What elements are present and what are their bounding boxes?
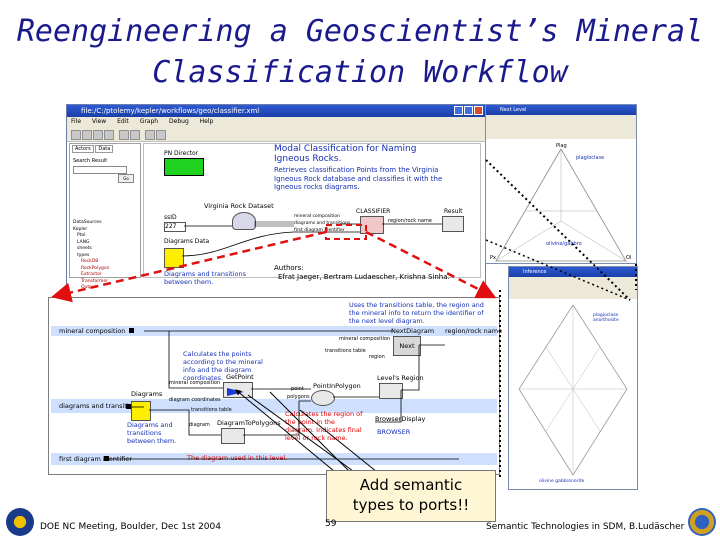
detail-level-region-label: Level's Region [377, 374, 424, 382]
menu-help[interactable]: Help [199, 118, 214, 125]
next-level-titlebar[interactable]: Next Level [486, 105, 636, 115]
authors-value: Efrat Jaeger, Bertram Ludaescher, Krishn… [278, 273, 450, 281]
toolbar-button[interactable] [93, 130, 103, 140]
menu-view[interactable]: View [91, 118, 107, 125]
inference-window: Inference plagioclase anorthosite olivin… [508, 266, 638, 490]
ternary-right-apex-label: Ol [626, 255, 632, 261]
toolbar-button[interactable] [145, 130, 155, 140]
ternary-top-apex-label: Plag [556, 143, 567, 149]
ssid-label: ssID [164, 214, 177, 221]
slide-title-line2: Classification Workflow [152, 55, 568, 90]
search-go-button[interactable]: Go [118, 174, 134, 183]
detail-get-point-label: GetPoint [226, 373, 254, 381]
detail-region: region [369, 354, 385, 360]
actor-tree: DataSources Kepler Ptol LANG sheets type… [73, 220, 109, 292]
detail-transitions-table: transitions table [325, 348, 366, 354]
diagrams-actor[interactable] [131, 401, 151, 421]
footer-right: Semantic Technologies in SDM, B.Ludäsche… [486, 522, 685, 532]
zoomed-workflow-panel: mineral composition diagrams and transit… [48, 297, 503, 475]
ternary-left-apex-label: Px [490, 255, 496, 261]
detail-calculates-points-note: Calculates the points according to the m… [183, 350, 263, 382]
toolbar-button[interactable] [156, 130, 166, 140]
sdm-logo [688, 508, 716, 536]
level-region-actor[interactable] [379, 383, 403, 399]
first-diagram-label: first diagram identifier [294, 228, 345, 233]
menu-file[interactable]: File [71, 118, 82, 125]
semantic-types-callout: Add semantic types to ports!! [326, 470, 496, 522]
tab-data[interactable]: Data [95, 145, 114, 153]
search-label: Search Result [73, 158, 108, 164]
workflow-heading: Modal Classification for Naming Igneous … [274, 144, 417, 164]
diamond-bottom-label: olivine gabbronorite [539, 479, 585, 484]
canvas-links [181, 221, 442, 257]
menu-graph[interactable]: Graph [139, 118, 159, 125]
actor-library-panel: Actors Data Search Result Go DataSources… [69, 143, 141, 290]
classifier-label: CLASSIFIER [356, 208, 391, 215]
virginia-dataset-actor[interactable] [232, 212, 256, 230]
main-window-title: file:/C:/ptolemy/kepler/workflows/geo/cl… [81, 107, 260, 115]
tree-item[interactable]: Kepler [73, 226, 88, 232]
detail-browser-label: BROWSER [377, 428, 411, 436]
main-window-titlebar[interactable]: file:/C:/ptolemy/kepler/workflows/geo/cl… [67, 105, 485, 117]
detail-diagrams-between-note: Diagrams and transitions between them. [127, 421, 177, 445]
detail-transitions-table2: transitions table [191, 407, 232, 413]
toolbar-button[interactable] [71, 130, 81, 140]
toolbar-button[interactable] [130, 130, 140, 140]
detail-mineral-composition-small: mineral composition [169, 380, 221, 386]
menu-debug[interactable]: Debug [169, 118, 189, 125]
ternary-top-field-label: plagioclase [576, 155, 605, 161]
detail-next-diagram-label: NextDiagram [391, 327, 435, 335]
inference-titlebar[interactable]: Inference [509, 267, 637, 277]
toolbar-button[interactable] [119, 130, 129, 140]
detail-region-rock-name: region/rock name [445, 327, 503, 335]
maximize-button[interactable] [464, 106, 473, 115]
kepler-main-window: file:/C:/ptolemy/kepler/workflows/geo/cl… [66, 104, 486, 309]
tab-actors[interactable]: Actors [72, 145, 94, 153]
detail-diagrams-and-transitions: diagrams and transitions [59, 402, 141, 410]
detail-diagram-coordinates: diagram coordinates [169, 397, 221, 403]
pn-director[interactable] [164, 158, 204, 176]
diamond-diagram [518, 304, 628, 476]
footer-left: DOE NC Meeting, Boulder, Dec 1st 2004 [40, 522, 221, 532]
next-level-toolbar [486, 115, 636, 139]
toolbar [67, 127, 485, 142]
inference-toolbar [509, 277, 637, 299]
detail-mineral-composition-port: mineral composition [339, 336, 391, 342]
next-button-label: Next [399, 342, 415, 350]
diamond-top-label: plagioclase anorthosite [593, 313, 619, 323]
detail-diagram-port: diagram [189, 422, 210, 428]
next-level-window: Next Level Plag plagioclase Px Ol olivin… [485, 104, 637, 264]
footer-page-number: 59 [325, 519, 337, 529]
tree-item[interactable]: Output [81, 285, 97, 290]
minimize-button[interactable] [454, 106, 463, 115]
virginia-dataset-label: Virginia Rock Dataset [204, 202, 274, 210]
toolbar-button[interactable] [82, 130, 92, 140]
diagrams-transitions-label: diagrams and transitions [294, 221, 351, 226]
detail-uses-transitions-note: Uses the transitions table, the region a… [349, 301, 484, 325]
detail-mineral-composition: mineral composition [59, 327, 126, 335]
menu-bar: File View Edit Graph Debug Help [67, 117, 485, 127]
close-button[interactable] [474, 106, 483, 115]
detail-point-in-polygon-label: PointInPolygon [313, 382, 361, 390]
result-label: Result [444, 208, 463, 215]
callout-line2: types to ports!! [352, 496, 470, 514]
menu-edit[interactable]: Edit [117, 118, 129, 125]
tree-item[interactable]: DataSources [73, 220, 102, 225]
doe-logo [6, 508, 34, 536]
toolbar-button[interactable] [104, 130, 114, 140]
detail-browser-display-label: BrowserDisplay [375, 415, 426, 423]
search-input[interactable] [73, 166, 127, 174]
ternary-bottom-field-label: olivine/gabbro [546, 241, 582, 247]
detail-diagrams-label: Diagrams [131, 390, 163, 398]
region-rock-label: region/rock name [388, 218, 432, 224]
detail-links [104, 328, 459, 461]
slide-title-line1: Reengineering a Geoscientist’s Mineral [16, 14, 704, 49]
workflow-description: Retrieves classification Points from the… [274, 166, 443, 191]
next-diagram-actor[interactable]: Next [393, 336, 421, 356]
mineral-composition-label: mineral composition [294, 214, 340, 219]
pn-director-label: PN Director [164, 150, 199, 157]
callout-line1: Add semantic [359, 476, 463, 494]
detail-first-diagram-identifier: first diagram identifier [59, 455, 133, 463]
workflow-canvas[interactable]: PN Director Modal Classification for Nam… [143, 143, 481, 286]
